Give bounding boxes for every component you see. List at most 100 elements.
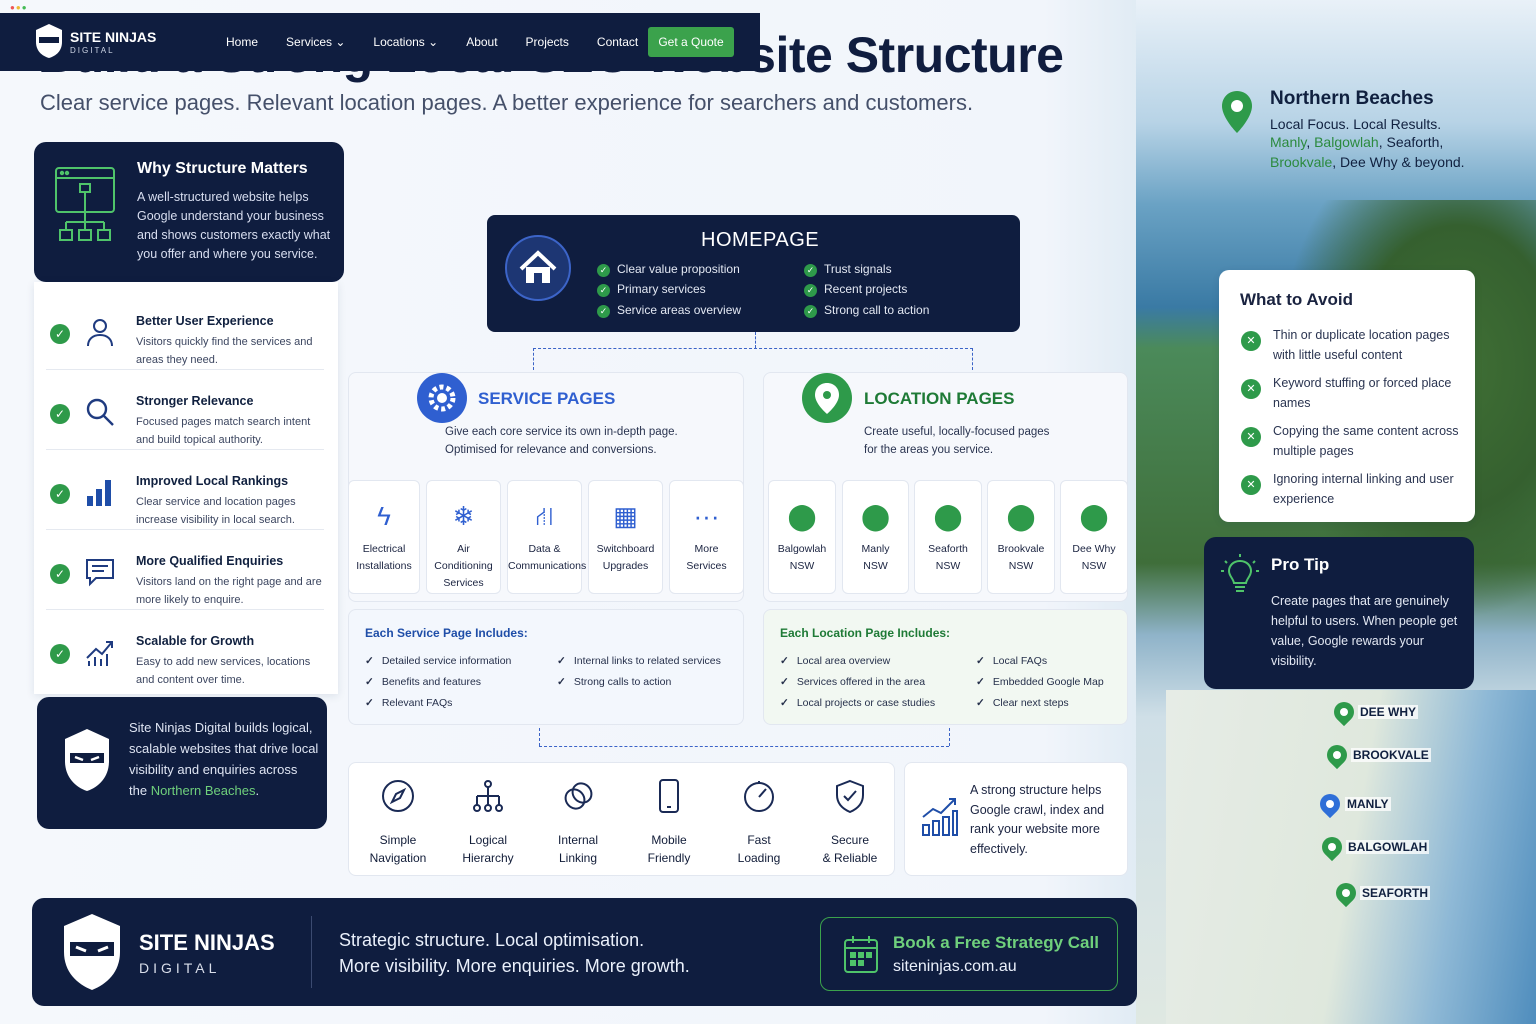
more-icon: ···	[693, 500, 720, 531]
chat-icon	[86, 559, 114, 587]
map-label-brookvale: BROOKVALE	[1351, 748, 1431, 762]
service-include-item: Relevant FAQs	[365, 697, 453, 709]
nav-link-home[interactable]: Home	[226, 35, 259, 49]
benefit-title: Stronger Relevance	[136, 394, 254, 408]
location-pin-icon: ⬤	[860, 500, 891, 531]
benefits-list: ✓ Better User Experience Visitors quickl…	[34, 282, 338, 694]
user-icon	[87, 319, 113, 347]
link-icon	[533, 779, 623, 819]
get-quote-button[interactable]: Get a Quote	[648, 27, 734, 57]
what-to-avoid-card: What to Avoid ✕Thin or duplicate locatio…	[1219, 270, 1475, 522]
location-pin-icon: ⬤	[933, 500, 963, 531]
homepage-point: Trust signals	[804, 262, 892, 277]
connector-line	[755, 332, 756, 348]
connector-line	[972, 348, 973, 370]
growth-chart-icon	[86, 641, 113, 666]
cross-icon: ✕	[1241, 427, 1261, 447]
nav-link-projects[interactable]: Projects	[525, 35, 569, 49]
ninja-promo-text: Site Ninjas Digital builds logical, scal…	[129, 720, 319, 798]
why-text: A well-structured website helps Google u…	[137, 190, 331, 261]
location-includes-title: Each Location Page Includes:	[780, 626, 951, 640]
pro-tip-card: Pro Tip Create pages that are genuinely …	[1204, 537, 1474, 689]
benefit-desc: Visitors land on the right page and are …	[136, 576, 322, 606]
nav-link-services[interactable]: Services ⌄	[286, 35, 346, 49]
service-include-item: Internal links to related services	[557, 655, 721, 667]
benefit-desc: Visitors quickly find the services and a…	[136, 336, 313, 366]
cross-icon: ✕	[1241, 379, 1261, 399]
map-label-dee-why: DEE WHY	[1358, 705, 1419, 719]
location-pin-icon: ⬤	[1079, 500, 1109, 531]
location-include-item: Services offered in the area	[780, 676, 925, 688]
homepage-point: Primary services	[597, 282, 706, 297]
ninja-logo-icon	[64, 914, 120, 990]
shield-icon	[805, 779, 895, 819]
website-url[interactable]: siteninjas.com.au	[893, 958, 1017, 975]
location-includes-box: Each Location Page Includes: Local area …	[763, 609, 1128, 725]
map-label-manly: MANLY	[1345, 797, 1391, 811]
crawl-info-box: A strong structure helps Google crawl, i…	[904, 762, 1128, 876]
northern-beaches-block: Northern Beaches Local Focus. Local Resu…	[1270, 88, 1465, 172]
benefit-title: Scalable for Growth	[136, 634, 255, 648]
location-include-item: Embedded Google Map	[976, 676, 1104, 688]
location-pin-icon	[802, 373, 852, 423]
service-includes-title: Each Service Page Includes:	[365, 626, 528, 640]
map-label-balgowlah: BALGOWLAH	[1346, 840, 1430, 854]
homepage-box: HOMEPAGE Clear value proposition Primary…	[487, 215, 1020, 332]
map-label-seaforth: SEAFORTH	[1360, 886, 1430, 900]
mobile-icon	[624, 779, 714, 819]
northern-beaches-title: Northern Beaches	[1270, 88, 1434, 109]
benefit-title: More Qualified Enquiries	[136, 554, 284, 568]
strategy-call-title: Book a Free Strategy Call	[893, 933, 1099, 952]
pro-tip-title: Pro Tip	[1271, 555, 1330, 574]
location-include-item: Clear next steps	[976, 697, 1069, 709]
nav-brand[interactable]: SITE NINJAS	[70, 29, 157, 45]
benefit-desc: Easy to add new services, locations and …	[136, 656, 311, 686]
benefit-item: ✓ Improved Local Rankings Clear service …	[46, 450, 324, 530]
window-dots: ●●●	[10, 3, 28, 12]
feature-item: Secure& Reliable	[805, 763, 895, 867]
ninja-promo-card: Site Ninjas Digital builds logical, scal…	[37, 697, 327, 829]
cross-icon: ✕	[1241, 331, 1261, 351]
nav-link-about[interactable]: About	[466, 35, 498, 49]
connector-line	[539, 728, 540, 746]
strategy-call-button[interactable]: Book a Free Strategy Call siteninjas.com…	[820, 917, 1118, 991]
service-tile-data[interactable]: ⛙Data &Communications	[507, 480, 586, 594]
nav-link-contact[interactable]: Contact	[596, 35, 639, 49]
hierarchy-icon	[443, 779, 533, 819]
sitemap-icon	[55, 167, 115, 241]
service-pages-desc: Give each core service its own in-depth …	[445, 426, 678, 438]
northern-beaches-highlight: Northern Beaches	[150, 783, 256, 798]
location-pin-icon	[1222, 91, 1252, 133]
homepage-point: Service areas overview	[597, 303, 741, 318]
speedometer-icon	[714, 779, 804, 819]
connector-line	[533, 348, 973, 360]
footer-brand-sub: DIGITAL	[139, 960, 221, 976]
ninja-logo-icon	[36, 24, 62, 58]
switchboard-icon: ▦	[613, 500, 638, 531]
nav-link-locations[interactable]: Locations ⌄	[373, 35, 439, 49]
network-icon: ⛙	[535, 500, 554, 531]
footer-banner: SITE NINJAS DIGITAL Strategic structure.…	[32, 898, 1137, 1006]
location-include-item: Local area overview	[780, 655, 890, 667]
connector-line	[949, 728, 950, 746]
why-structure-card: Why Structure Matters A well-structured …	[34, 142, 344, 282]
footer-brand: SITE NINJAS	[139, 930, 275, 955]
lightning-icon: ϟ	[377, 500, 391, 531]
northern-beaches-tagline: Local Focus. Local Results.	[1270, 116, 1442, 132]
service-include-item: Benefits and features	[365, 676, 481, 688]
service-pages-desc: Optimised for relevance and conversions.	[445, 444, 657, 456]
compass-icon	[353, 779, 443, 819]
